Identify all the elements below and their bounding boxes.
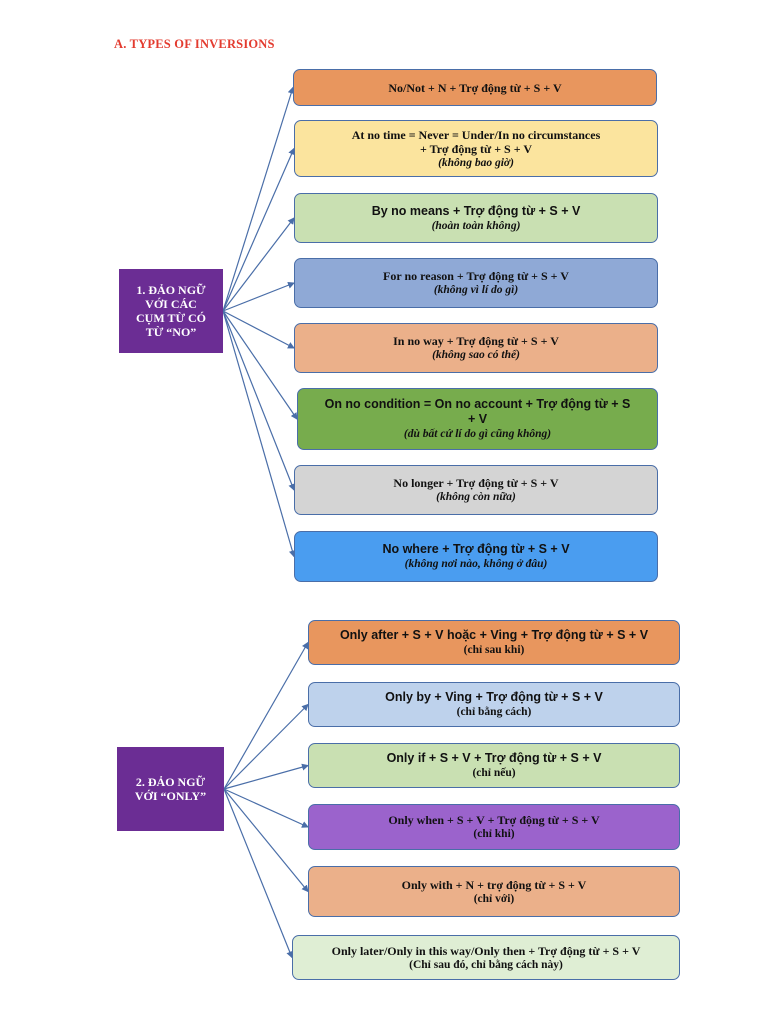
formula-line: Only if + S + V + Trợ động từ + S + V [386, 751, 602, 765]
formula-line: For no reason + Trợ động từ + S + V [383, 269, 569, 283]
inversion-box-in-no-way: In no way + Trợ động từ + S + V (không s… [294, 323, 658, 373]
meaning-text: (chỉ bằng cách) [456, 706, 532, 718]
inversion-box-on-no-condition: On no condition = On no account + Trợ độ… [297, 388, 658, 450]
connector-arrow [222, 147, 295, 312]
meaning-text: (hoàn toàn không) [431, 219, 521, 232]
connector-arrow [223, 788, 309, 893]
formula-line: At no time = Never = Under/In no circums… [351, 127, 601, 142]
meaning-text: (không còn nữa) [436, 491, 516, 503]
connector-arrow [222, 310, 296, 491]
formula-line: + Trợ động từ + S + V [419, 141, 533, 156]
meaning-text: (chỉ với) [473, 892, 515, 905]
inversion-box-for-no-reason: For no reason + Trợ động từ + S + V (khô… [294, 258, 658, 308]
inversion-box-only-after: Only after + S + V hoặc + Ving + Trợ độn… [308, 620, 680, 665]
meaning-text: (không bao giờ) [438, 156, 514, 169]
connector-arrow [223, 788, 309, 828]
formula-line: Only later/Only in this way/Only then + … [331, 943, 641, 958]
page-heading: A. TYPES OF INVERSIONS [114, 37, 275, 51]
inversion-box-only-later: Only later/Only in this way/Only then + … [292, 935, 680, 980]
hub-only: 2. ĐẢO NGỮ VỚI “ONLY” [117, 747, 224, 831]
hub-no-phrases: 1. ĐẢO NGỮ VỚI CÁC CỤM TỪ CÓ TỪ “NO” [119, 269, 223, 353]
inversion-box-no-not: No/Not + N + Trợ động từ + S + V [293, 69, 657, 106]
formula-line: Only when + S + V + Trợ động từ + S + V [388, 813, 600, 827]
meaning-text: (không nơi nào, không ở đâu) [404, 558, 548, 570]
formula-line: In no way + Trợ động từ + S + V [393, 334, 559, 348]
hub-only-line-1: 2. ĐẢO NGỮ [135, 775, 206, 789]
formula-line: On no condition = On no account + Trợ độ… [324, 397, 631, 411]
connector-arrow [222, 310, 298, 420]
connector-arrow [222, 310, 296, 558]
hub-no-line-3: CỤM TỪ CÓ [136, 311, 206, 325]
formula-line: + V [467, 412, 488, 426]
inversion-box-no-where: No where + Trợ động từ + S + V (không nơ… [294, 531, 658, 582]
meaning-text: (chỉ nếu) [472, 767, 516, 779]
connector-arrow [222, 310, 295, 349]
inversion-box-only-with: Only with + N + trợ động từ + S + V (chỉ… [308, 866, 680, 917]
inversion-box-only-when: Only when + S + V + Trợ động từ + S + V … [308, 804, 680, 850]
inversion-box-no-longer: No longer + Trợ động từ + S + V (không c… [294, 465, 658, 515]
formula-line: No/Not + N + Trợ động từ + S + V [388, 80, 562, 95]
meaning-text: (dù bất cứ lí do gì cũng không) [403, 428, 552, 440]
inversion-box-only-if: Only if + S + V + Trợ động từ + S + V (c… [308, 743, 680, 788]
hub-only-line-2: VỚI “ONLY” [134, 789, 207, 803]
connector-arrow [222, 86, 295, 312]
formula-line: Only after + S + V hoặc + Ving + Trợ độn… [339, 628, 649, 642]
connector-arrow [223, 788, 294, 959]
inversion-box-at-no-time: At no time = Never = Under/In no circums… [294, 120, 658, 177]
formula-line: No longer + Trợ động từ + S + V [393, 476, 559, 490]
formula-line: Only by + Ving + Trợ động từ + S + V [385, 690, 603, 704]
connector-arrow [222, 217, 295, 312]
formula-line: By no means + Trợ động từ + S + V [371, 203, 581, 218]
connector-arrow [222, 281, 295, 312]
formula-line: Only with + N + trợ động từ + S + V [401, 877, 587, 892]
meaning-text: (Chỉ sau đó, chỉ bằng cách này) [409, 958, 563, 971]
inversion-box-by-no-means: By no means + Trợ động từ + S + V (hoàn … [294, 193, 658, 243]
formula-line: No where + Trợ động từ + S + V [382, 542, 570, 556]
connector-arrow [223, 703, 309, 790]
inversion-box-only-by: Only by + Ving + Trợ động từ + S + V (ch… [308, 682, 680, 727]
meaning-text: (chỉ sau khi) [463, 644, 525, 656]
meaning-text: (chỉ khi) [473, 828, 515, 840]
hub-no-line-2: VỚI CÁC [145, 297, 197, 311]
hub-no-line-4: TỪ “NO” [145, 325, 197, 339]
meaning-text: (không sao có thể) [432, 349, 520, 361]
connector-arrow [223, 641, 309, 790]
hub-no-line-1: 1. ĐẢO NGỮ [136, 283, 206, 297]
connector-arrow [223, 763, 309, 790]
meaning-text: (không vì lí do gì) [433, 284, 519, 296]
